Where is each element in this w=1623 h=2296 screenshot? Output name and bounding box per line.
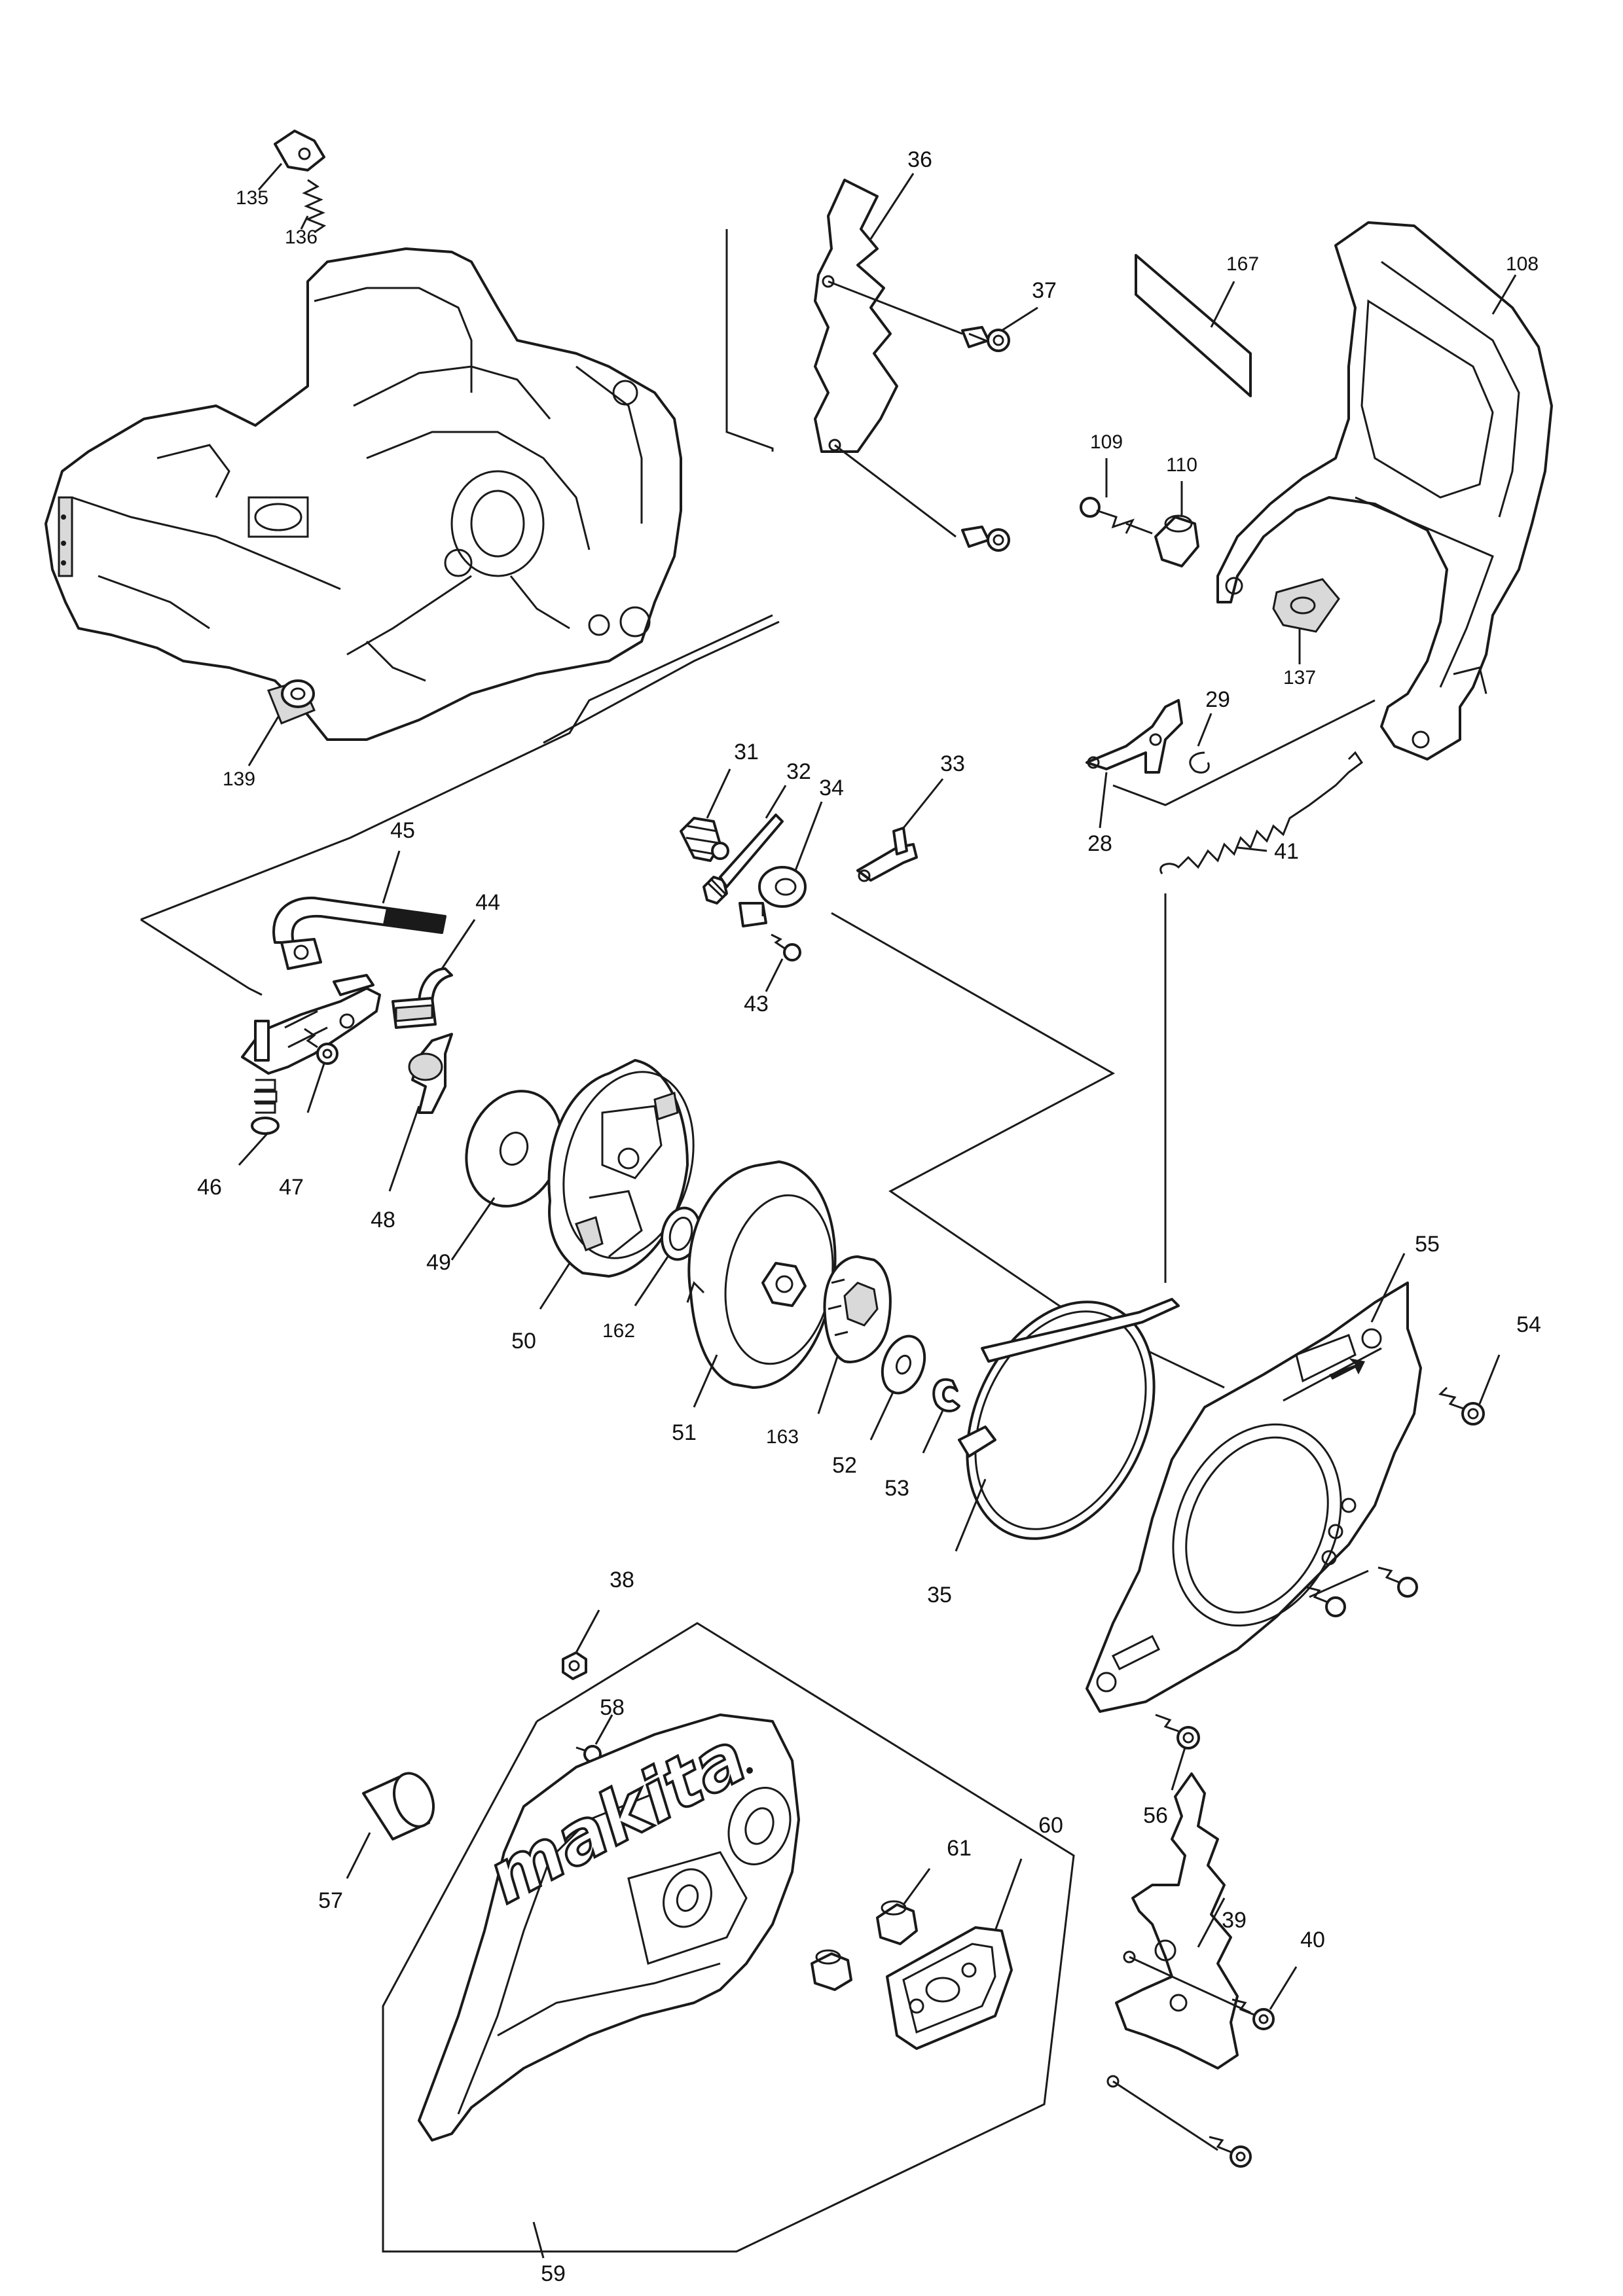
part-46-oil-pump bbox=[241, 974, 381, 1135]
screw-lower-unlabelled bbox=[961, 526, 1010, 552]
label-48: 48 bbox=[371, 1208, 395, 1232]
label-29: 29 bbox=[1205, 687, 1230, 712]
label-39: 39 bbox=[1222, 1908, 1247, 1933]
crankcase-reference-frame bbox=[725, 229, 774, 452]
label-33: 33 bbox=[940, 751, 965, 776]
chain-brake-reference-frame bbox=[543, 620, 780, 744]
brake-link-reference-frame bbox=[1112, 699, 1376, 806]
part-44-pipe-fitting bbox=[392, 967, 453, 1029]
part-43-screw bbox=[771, 933, 801, 961]
part-51-clutch-drum bbox=[686, 1160, 837, 1389]
label-59: 59 bbox=[541, 2261, 566, 2286]
label-41: 41 bbox=[1274, 839, 1299, 864]
label-162: 162 bbox=[602, 1320, 635, 1342]
part-61-nut bbox=[876, 1900, 918, 1945]
part-29-circlip bbox=[1189, 751, 1210, 774]
part-37-screw bbox=[961, 326, 1010, 352]
label-47: 47 bbox=[279, 1175, 304, 1200]
sprocket-cover-reference-frame bbox=[382, 1622, 1075, 2253]
label-28: 28 bbox=[1087, 831, 1112, 856]
label-52: 52 bbox=[832, 1453, 857, 1478]
pump-group-reference-frame bbox=[140, 918, 263, 996]
label-108: 108 bbox=[1506, 253, 1539, 275]
label-54: 54 bbox=[1516, 1312, 1541, 1337]
label-61: 61 bbox=[947, 1836, 972, 1861]
label-40: 40 bbox=[1300, 1928, 1325, 1952]
label-139: 139 bbox=[223, 768, 255, 790]
label-38: 38 bbox=[610, 1568, 634, 1592]
label-31: 31 bbox=[734, 740, 759, 764]
part-31-worm-gear bbox=[680, 817, 729, 862]
label-51: 51 bbox=[672, 1420, 697, 1445]
label-49: 49 bbox=[426, 1250, 451, 1275]
part-38-nut bbox=[562, 1651, 587, 1680]
label-110: 110 bbox=[1166, 454, 1197, 476]
part-50-clutch bbox=[547, 1059, 695, 1278]
part-60-guide-plate bbox=[886, 1926, 1013, 2050]
label-50: 50 bbox=[511, 1329, 536, 1354]
label-56: 56 bbox=[1143, 1803, 1168, 1828]
part-54-screw bbox=[1438, 1386, 1485, 1426]
part-108-front-hand-guard bbox=[1216, 221, 1553, 761]
label-46: 46 bbox=[197, 1175, 222, 1200]
part-40-screw bbox=[1231, 1998, 1275, 2030]
label-37: 37 bbox=[1032, 278, 1057, 303]
part-109-screw bbox=[1080, 497, 1135, 534]
part-39-chain-catcher-plate bbox=[1106, 1772, 1239, 2088]
part-48-adjuster-lever bbox=[408, 1033, 453, 1114]
nut-unlabelled bbox=[811, 1949, 852, 1991]
part-136-spring bbox=[302, 179, 327, 234]
label-136: 136 bbox=[285, 226, 318, 248]
part-41-tension-spring bbox=[1159, 751, 1364, 874]
label-109: 109 bbox=[1090, 431, 1123, 453]
part-139-rubber-bushing bbox=[266, 679, 316, 725]
part-55-cover-plate bbox=[1085, 1282, 1422, 1713]
part-163-sprocket bbox=[823, 1255, 892, 1363]
crankcase-housing bbox=[45, 247, 682, 741]
label-137: 137 bbox=[1283, 667, 1316, 689]
label-53: 53 bbox=[884, 1476, 909, 1501]
oil-pump-reference-frame bbox=[140, 614, 773, 921]
label-44: 44 bbox=[475, 890, 500, 915]
part-57-spacer bbox=[362, 1772, 435, 1840]
label-163: 163 bbox=[766, 1426, 799, 1448]
part-135-nut bbox=[274, 130, 325, 171]
label-35: 35 bbox=[927, 1583, 952, 1607]
label-45: 45 bbox=[390, 818, 415, 843]
part-32-drive-shaft bbox=[702, 814, 784, 905]
part-35-brake-band bbox=[958, 1298, 1180, 1540]
label-55: 55 bbox=[1415, 1232, 1440, 1257]
label-34: 34 bbox=[819, 776, 844, 800]
label-43: 43 bbox=[744, 992, 769, 1016]
part-110-collar bbox=[1154, 514, 1199, 567]
part-36-chain-catcher-plate bbox=[814, 179, 898, 453]
part-33-lever bbox=[856, 827, 918, 882]
part-45-oil-hose bbox=[272, 896, 447, 970]
part-167-label bbox=[1135, 254, 1252, 397]
part-47-screw bbox=[304, 1028, 338, 1065]
screw-plate-a bbox=[1305, 1586, 1346, 1617]
part-137-bumper bbox=[1272, 578, 1340, 633]
part-53-e-ring bbox=[932, 1378, 960, 1412]
label-32: 32 bbox=[786, 759, 811, 784]
part-34-bearing-housing bbox=[739, 866, 807, 927]
label-60: 60 bbox=[1038, 1813, 1063, 1838]
label-36: 36 bbox=[907, 147, 932, 172]
part-28-brake-lever bbox=[1085, 699, 1183, 774]
part-56-screw bbox=[1155, 1713, 1200, 1749]
screw-plate-b bbox=[1377, 1566, 1418, 1598]
screw-bottom-unlabelled bbox=[1209, 2136, 1252, 2168]
label-57: 57 bbox=[318, 1888, 343, 1913]
label-167: 167 bbox=[1226, 253, 1259, 275]
label-135: 135 bbox=[236, 187, 268, 209]
label-58: 58 bbox=[600, 1695, 625, 1720]
part-59-sprocket-cover: makita bbox=[418, 1713, 800, 2142]
